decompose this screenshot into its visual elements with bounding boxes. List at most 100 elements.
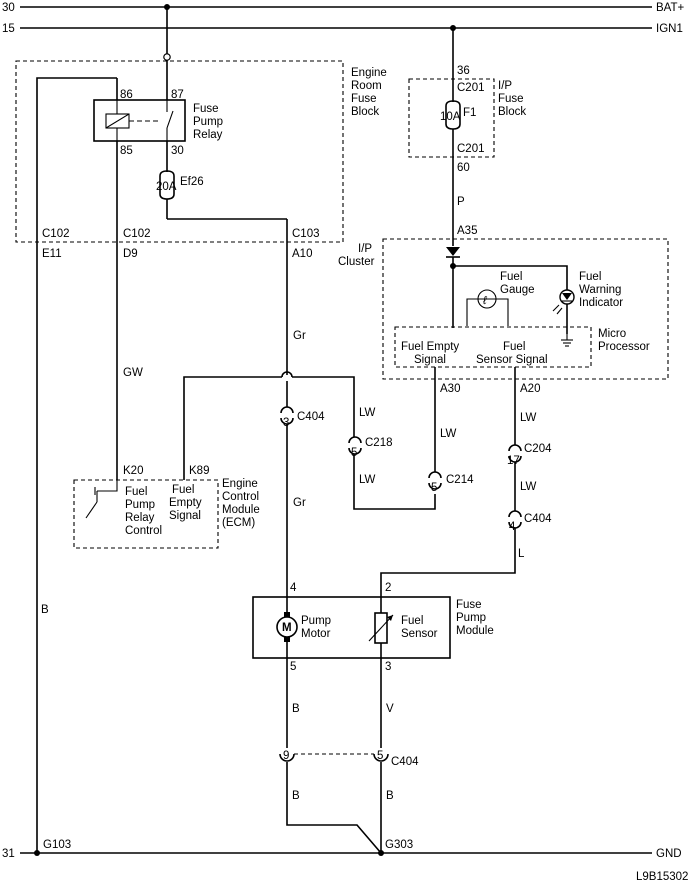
svg-text:Module: Module — [222, 504, 260, 516]
wire-color-p: P — [457, 196, 465, 208]
c218-connector-icon — [348, 436, 362, 444]
ign-rail-number: 15 — [2, 23, 15, 35]
pin-a10: A10 — [292, 248, 312, 260]
wire-color-b-left: B — [41, 604, 49, 616]
c214-connector-icon — [428, 471, 442, 479]
svg-text:Fuse: Fuse — [351, 93, 377, 105]
gnd-rail-number: 31 — [2, 848, 15, 860]
c404c-pin9-icon — [279, 753, 295, 762]
svg-text:Control: Control — [125, 525, 162, 537]
wire-color-lw-1: LW — [359, 407, 376, 419]
svg-text:Motor: Motor — [301, 628, 331, 640]
svg-text:Empty: Empty — [169, 497, 202, 509]
wire-color-l: L — [518, 548, 525, 560]
pin-d9: D9 — [123, 248, 138, 260]
sensor-wiper-arrow — [387, 615, 393, 621]
wire-color-gr-lower: Gr — [293, 497, 306, 509]
microprocessor-outline — [394, 326, 592, 368]
wire-color-lw-3: LW — [440, 428, 457, 440]
c218-label: C218 — [365, 437, 393, 449]
ecm-switch-icon — [85, 480, 118, 519]
c404a-pin: 3 — [283, 417, 289, 429]
pump-module-pin-4: 4 — [290, 582, 297, 594]
c204-connector-icon — [508, 444, 522, 452]
warning-indicator-label: Fuel Warning Indicator — [579, 271, 623, 309]
svg-text:Engine: Engine — [351, 67, 387, 79]
ip-fuse-conn-c201-bottom: C201 — [457, 143, 485, 155]
svg-text:Room: Room — [351, 80, 382, 92]
relay-pin-87: 87 — [171, 89, 184, 101]
svg-text:Fuse: Fuse — [193, 103, 219, 115]
ip-cluster-pin-a30: A30 — [440, 383, 460, 395]
ecm-relay-control-label: Fuel Pump Relay Control — [125, 486, 162, 537]
relay-coil-slash — [105, 113, 130, 129]
svg-text:I/P: I/P — [498, 80, 512, 92]
pump-module-pin-2: 2 — [385, 582, 391, 594]
motor-brush-bottom — [284, 637, 290, 642]
wire-color-gw: GW — [123, 367, 143, 379]
c404c-pin-9: 9 — [283, 750, 289, 762]
c404a-connector-icon — [280, 406, 294, 414]
pump-motor-label: Pump Motor — [301, 615, 331, 640]
ground-symbol-icon — [561, 334, 573, 347]
svg-text:Fuel: Fuel — [503, 341, 525, 353]
fuse-ef26-name: Ef26 — [180, 176, 204, 188]
ip-fuse-pin-60: 60 — [457, 162, 470, 174]
c214-pin: 5 — [431, 482, 437, 494]
svg-text:Indicator: Indicator — [579, 297, 623, 309]
ip-fuse-pin-36: 36 — [457, 65, 470, 77]
svg-text:(ECM): (ECM) — [222, 517, 255, 529]
wire-l-to-sensor — [380, 528, 516, 597]
c214-connector-icon-bottom — [428, 482, 442, 490]
bat-rail-number: 30 — [2, 2, 15, 14]
c204-pin: 17 — [507, 455, 520, 467]
conn-c103: C103 — [292, 228, 320, 240]
svg-text:Sensor Signal: Sensor Signal — [476, 354, 548, 366]
svg-text:Pump: Pump — [193, 116, 223, 128]
svg-text:Module: Module — [456, 625, 494, 637]
svg-text:Fuel: Fuel — [172, 484, 194, 496]
fuse-ef26-rating: 20A — [156, 181, 177, 193]
gnd-rail-label: GND — [656, 848, 682, 860]
pump-module-pin-5: 5 — [290, 661, 296, 673]
microprocessor-title: Micro Processor — [598, 328, 650, 353]
diode-icon — [446, 247, 460, 258]
ip-fuse-conn-c201-top: C201 — [457, 82, 485, 94]
pin-e11: E11 — [42, 248, 62, 260]
relay-switch-contact — [166, 110, 174, 129]
svg-text:Block: Block — [351, 106, 379, 118]
wire-color-gr-upper: Gr — [293, 330, 306, 342]
gauge-loop — [466, 298, 509, 326]
fuel-empty-signal-label: Fuel Empty Signal — [401, 341, 459, 366]
fuel-gauge-icon — [477, 289, 497, 309]
svg-text:Cluster: Cluster — [338, 256, 375, 268]
svg-text:Signal: Signal — [414, 354, 446, 366]
svg-text:Pump: Pump — [456, 612, 486, 624]
wire-b-lower-left — [286, 762, 382, 854]
svg-text:Warning: Warning — [579, 284, 621, 296]
c404a-label: C404 — [297, 411, 325, 423]
fuse-ef26-icon — [159, 170, 175, 200]
fuel-pump-module — [252, 596, 451, 659]
ip-cluster-outline — [382, 238, 669, 380]
wire-color-b-lower-right: B — [386, 790, 394, 802]
ip-fuse-block-title: I/P Fuse Block — [498, 80, 526, 118]
wire-color-b-motor: B — [292, 703, 300, 715]
ign-rail-label: IGN1 — [656, 23, 683, 35]
wire-color-lw-5: LW — [520, 481, 537, 493]
c214-label: C214 — [446, 474, 474, 486]
fuel-gauge-symbol: ℓ — [482, 295, 487, 307]
svg-text:Engine: Engine — [222, 478, 258, 490]
figure-id: L9B15302 — [636, 871, 688, 883]
relay-pin-85: 85 — [120, 145, 133, 157]
ecm-outline — [73, 479, 219, 549]
ecm-empty-signal-label: Fuel Empty Signal — [169, 484, 202, 522]
ground-g303-dot — [378, 850, 384, 856]
ip-fuse-block-outline — [408, 78, 495, 158]
ecm-pin-k89: K89 — [189, 465, 209, 477]
fuse-f1-rating: 10A — [440, 111, 461, 123]
svg-text:Micro: Micro — [598, 328, 626, 340]
svg-text:Fuel: Fuel — [579, 271, 601, 283]
engine-room-fuse-block-outline — [15, 60, 344, 243]
